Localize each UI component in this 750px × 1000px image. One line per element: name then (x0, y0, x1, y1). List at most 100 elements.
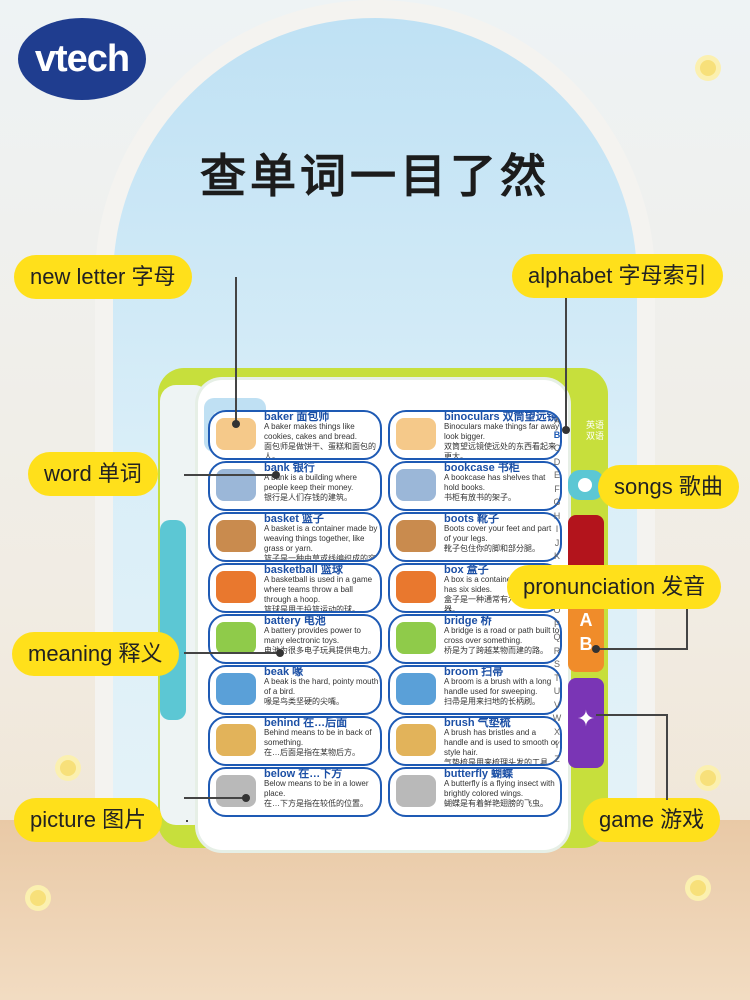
leader-dot (242, 794, 250, 802)
leader-line (184, 797, 244, 799)
word-title[interactable]: broom 扫帚 (444, 666, 504, 678)
callout-game: game 游戏 (583, 798, 721, 842)
alphabet-index-letter[interactable]: X (553, 726, 560, 737)
word-definition: A broom is a brush with a long handle us… (444, 677, 552, 696)
alphabet-index-letter[interactable]: W (552, 713, 562, 723)
alphabet-index-letter[interactable]: C (553, 443, 561, 453)
leader-dot (276, 649, 284, 657)
word-title[interactable]: battery 电池 (264, 615, 326, 627)
word-title[interactable]: basket 篮子 (264, 513, 324, 525)
word-meaning-cn: 面包师是做饼干、蛋糕和面包的人。 (264, 442, 376, 460)
word-picture[interactable] (396, 724, 436, 756)
alphabet-index-letter[interactable]: K (553, 551, 560, 561)
alphabet-index-letter[interactable]: Q (553, 632, 561, 642)
leader-dot (272, 471, 280, 479)
alphabet-index-letter[interactable]: D (553, 456, 561, 467)
word-picture[interactable] (216, 775, 256, 807)
word-meaning-cn: 扫帚是用来扫地的长柄刷。 (444, 697, 540, 706)
word-picture[interactable] (396, 469, 436, 501)
alphabet-index-letter[interactable]: P (553, 618, 560, 629)
word-title[interactable]: brush 气垫梳 (444, 717, 511, 729)
headline: 查单词一目了然 (200, 150, 550, 202)
word-picture[interactable] (396, 520, 436, 552)
word-title[interactable]: bookcase 书柜 (444, 462, 520, 474)
alphabet-index-letter[interactable]: H (553, 510, 561, 521)
alphabet-index-letter[interactable]: A (553, 416, 560, 426)
alphabet-index-letter[interactable]: I (555, 524, 559, 534)
word-title[interactable]: box 盒子 (444, 564, 489, 576)
word-meaning-cn: 银行是人们存钱的建筑。 (264, 493, 352, 502)
word-title[interactable]: butterfly 蝴蝶 (444, 768, 514, 780)
alphabet-index-letter[interactable]: Z (554, 753, 560, 764)
alphabet-index-letter[interactable]: E (553, 470, 560, 480)
word-title[interactable]: baker 面包师 (264, 411, 330, 423)
word-title[interactable]: basketball 篮球 (264, 564, 343, 576)
alphabet-index-letter[interactable]: V (553, 699, 560, 710)
alphabet-index-letter[interactable]: Y (553, 740, 560, 750)
word-picture[interactable] (396, 418, 436, 450)
leader-line (686, 609, 688, 649)
leader-line (596, 648, 688, 650)
callout-new-letter: new letter 字母 (14, 255, 192, 299)
callout-word: word 单词 (28, 452, 158, 496)
alphabet-index-letter[interactable]: R (553, 645, 561, 656)
word-meaning-cn: 桥是为了跨越某物而建的路。 (444, 646, 548, 655)
leader-line (186, 820, 188, 822)
leader-line (666, 715, 668, 800)
alphabet-index-letter[interactable]: B (553, 429, 561, 440)
alphabet-index-letter[interactable]: O (553, 605, 561, 615)
alphabet-index-letter[interactable]: S (553, 659, 560, 669)
word-picture[interactable] (396, 571, 436, 603)
word-picture[interactable] (396, 775, 436, 807)
word-definition: Below means to be in a lower place. (264, 779, 369, 798)
word-title[interactable]: binoculars 双筒望远镜 (444, 411, 558, 423)
word-picture[interactable] (216, 520, 256, 552)
word-picture[interactable] (396, 622, 436, 654)
word-title[interactable]: boots 靴子 (444, 513, 499, 525)
word-picture[interactable] (216, 571, 256, 603)
vtech-logo: vtech (18, 18, 146, 100)
alphabet-index-letter[interactable]: U (553, 686, 561, 696)
word-picture[interactable] (396, 673, 436, 705)
word-meaning-cn: 电池为很多电子玩具提供电力。 (264, 646, 376, 655)
word-meaning-cn: 篮子是一种由草或线编织成的容器。 (264, 554, 376, 562)
word-title[interactable]: behind 在…后面 (264, 717, 348, 729)
game-button[interactable]: ✦ (568, 678, 604, 768)
word-title[interactable]: below 在…下方 (264, 768, 343, 780)
word-title[interactable]: bank 银行 (264, 462, 315, 474)
word-picture[interactable] (216, 724, 256, 756)
leader-line (184, 652, 280, 654)
word-definition: A bank is a building where people keep t… (264, 473, 357, 492)
word-meaning-cn: 在…下方是指在较低的位置。 (264, 799, 368, 808)
music-note-icon (578, 478, 592, 492)
word-definition: A battery provides power to many electro… (264, 626, 361, 645)
leader-line (235, 277, 237, 422)
alphabet-index-letter[interactable]: G (553, 497, 561, 507)
alphabet-index-letter[interactable]: T (554, 672, 560, 683)
alphabet-index-letter[interactable]: F (554, 483, 560, 494)
word-title[interactable]: beak 喙 (264, 666, 304, 678)
leader-dot (232, 420, 240, 428)
word-picture[interactable] (216, 622, 256, 654)
word-title[interactable]: bridge 桥 (444, 615, 492, 627)
word-picture[interactable] (216, 673, 256, 705)
alphabet-index-letter[interactable]: J (554, 537, 560, 548)
